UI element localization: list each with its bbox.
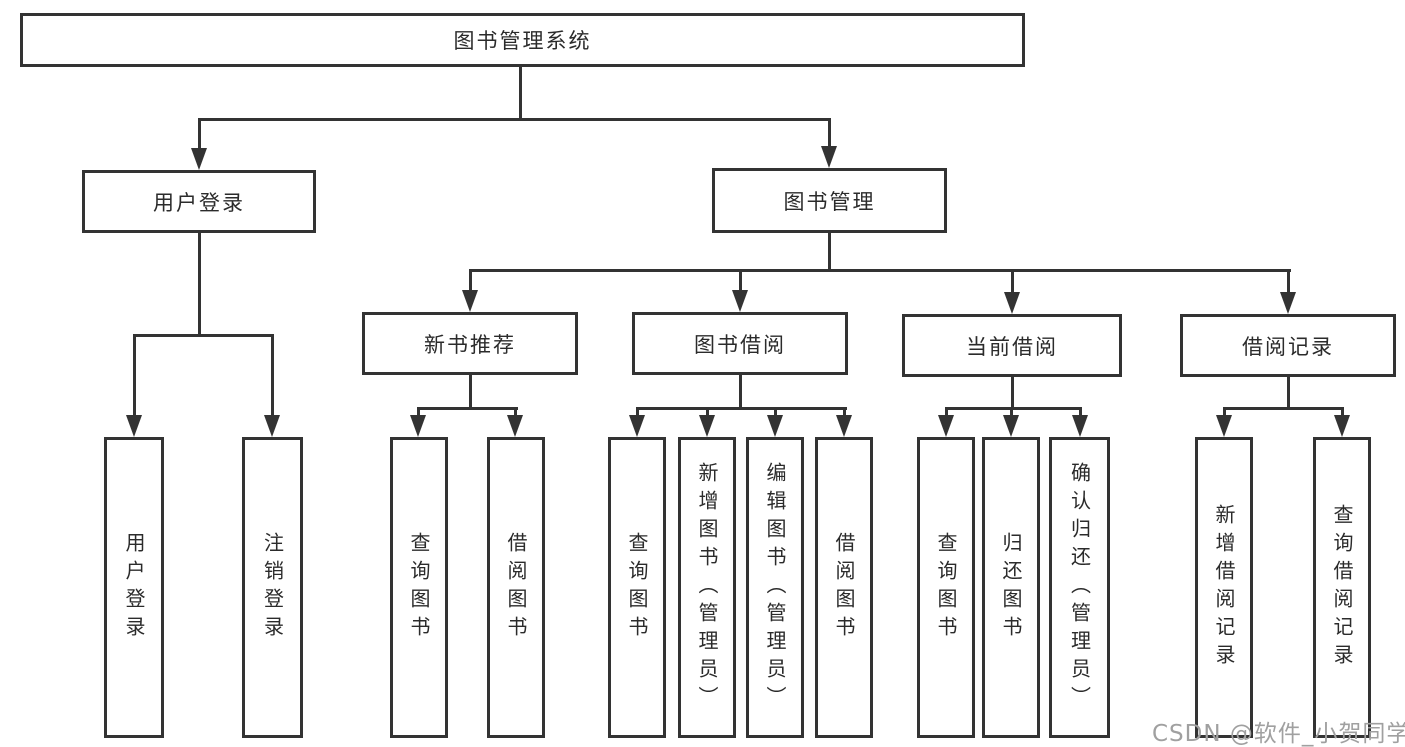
arrowhead-icon (699, 415, 715, 437)
arrowhead-icon (767, 415, 783, 437)
arrowhead-icon (1216, 415, 1232, 437)
edge-userlogin-trunk (198, 233, 201, 337)
arrowhead-icon (1003, 415, 1019, 437)
arrowhead-icon (1280, 292, 1296, 314)
leaf-record-add: 新增借阅记录 (1195, 437, 1253, 738)
watermark: CSDN @软件_小贺同学 (1152, 721, 1405, 747)
edge-bookmgmt-branch (469, 269, 1291, 272)
edge-newbook-trunk (469, 375, 472, 409)
edge-userlogin-branch (133, 334, 274, 337)
leaf-current-return: 归还图书 (982, 437, 1040, 738)
edge-drop-book-mgmt (828, 118, 831, 149)
edge-drop (706, 407, 709, 419)
leaf-current-query: 查询图书 (917, 437, 975, 738)
node-book-borrow: 图书借阅 (632, 312, 848, 375)
edge-record-trunk (1287, 377, 1290, 409)
arrowhead-icon (264, 415, 280, 437)
arrowhead-icon (836, 415, 852, 437)
leaf-newbook-query: 查询图书 (390, 437, 448, 738)
leaf-logout: 注销登录 (242, 437, 303, 738)
edge-drop (739, 269, 742, 292)
node-user-login: 用户登录 (82, 170, 316, 233)
leaf-user-login: 用户登录 (104, 437, 164, 738)
edge-root-branch (198, 118, 831, 121)
edge-drop (774, 407, 777, 419)
leaf-borrow-query: 查询图书 (608, 437, 666, 738)
edge-drop (469, 269, 472, 292)
arrowhead-icon (126, 415, 142, 437)
arrowhead-icon (732, 290, 748, 312)
edge-root-trunk (519, 65, 522, 120)
edge-drop-user-login (198, 118, 201, 151)
arrowhead-icon (1334, 415, 1350, 437)
node-new-book-rec: 新书推荐 (362, 312, 578, 375)
node-book-mgmt: 图书管理 (712, 168, 947, 233)
edge-drop (133, 334, 136, 418)
edge-drop (1223, 407, 1226, 419)
leaf-borrow-edit: 编辑图书（管理员） (746, 437, 804, 738)
edge-drop (1079, 407, 1082, 419)
node-current-borrow: 当前借阅 (902, 314, 1122, 377)
leaf-record-query: 查询借阅记录 (1313, 437, 1371, 738)
arrowhead-icon (1004, 292, 1020, 314)
edge-drop (636, 407, 639, 419)
edge-current-branch (945, 407, 1082, 410)
edge-drop (1341, 407, 1344, 419)
node-root: 图书管理系统 (20, 13, 1025, 67)
leaf-current-confirm: 确认归还（管理员） (1049, 437, 1110, 738)
edge-bookmgmt-trunk (828, 233, 831, 272)
arrowhead-icon (410, 415, 426, 437)
arrowhead-icon (462, 290, 478, 312)
edge-borrow-branch (636, 407, 847, 410)
edge-current-trunk (1011, 377, 1014, 409)
edge-borrow-trunk (739, 375, 742, 409)
leaf-borrow-add: 新增图书（管理员） (678, 437, 736, 738)
arrowhead-icon (191, 148, 207, 170)
arrowhead-icon (507, 415, 523, 437)
edge-drop (271, 334, 274, 418)
leaf-borrow-borrow: 借阅图书 (815, 437, 873, 738)
edge-record-branch (1223, 407, 1344, 410)
arrowhead-icon (938, 415, 954, 437)
arrowhead-icon (1072, 415, 1088, 437)
arrowhead-icon (629, 415, 645, 437)
edge-drop (514, 407, 517, 419)
arrowhead-icon (821, 146, 837, 168)
edge-newbook-branch (417, 407, 518, 410)
edge-drop (1011, 269, 1014, 294)
leaf-newbook-borrow: 借阅图书 (487, 437, 545, 738)
edge-drop (1010, 407, 1013, 419)
edge-drop (1287, 269, 1290, 294)
edge-drop (843, 407, 846, 419)
edge-drop (417, 407, 420, 419)
edge-drop (945, 407, 948, 419)
node-borrow-record: 借阅记录 (1180, 314, 1396, 377)
